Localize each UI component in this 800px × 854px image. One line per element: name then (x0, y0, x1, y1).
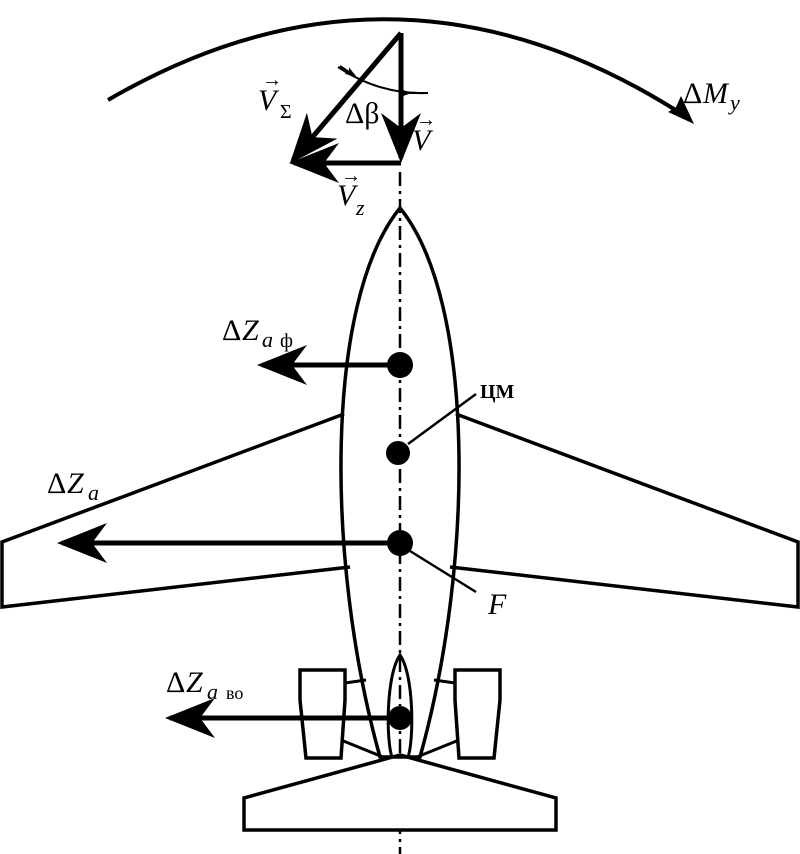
label-delta-za-vo: Δ Z a во (166, 666, 243, 704)
right-pylon-lower (416, 738, 460, 759)
cm-leader-line (407, 392, 477, 446)
label-delta-za: Δ Z a (47, 467, 99, 505)
svg-text:во: во (226, 683, 243, 703)
label-delta-my: Δ M y (683, 77, 740, 115)
svg-text:V: V (412, 124, 434, 157)
svg-text:Z: Z (186, 666, 203, 699)
svg-text:Δ: Δ (166, 666, 185, 699)
label-delta-za-f: Δ Z a ф (222, 314, 293, 352)
svg-text:a: a (207, 679, 218, 704)
svg-text:Z: Z (67, 467, 84, 500)
label-v-sigma: V Σ → (258, 69, 292, 123)
svg-text:Δ: Δ (222, 314, 241, 347)
right-wing (449, 412, 800, 609)
svg-text:a: a (262, 327, 273, 352)
svg-text:Σ: Σ (280, 101, 292, 123)
focus-point (387, 530, 413, 556)
center-of-mass-point (386, 441, 410, 465)
tail-force-point (388, 706, 412, 730)
moment-arc-arrow (106, 17, 690, 120)
svg-text:→: → (262, 69, 282, 91)
svg-text:→: → (416, 109, 436, 131)
svg-text:Δ: Δ (47, 467, 66, 500)
f-leader-line (409, 549, 477, 594)
delta-beta-tick-left (339, 65, 357, 78)
label-cm: ЦМ (480, 381, 515, 403)
svg-text:Z: Z (242, 314, 259, 347)
label-f: F (487, 588, 507, 621)
svg-text:ф: ф (280, 330, 293, 352)
fuselage-force-point (387, 352, 413, 378)
svg-text:z: z (355, 195, 365, 220)
left-engine (298, 668, 347, 760)
left-pylon-lower (340, 738, 384, 759)
svg-text:y: y (728, 90, 740, 115)
svg-text:a: a (88, 480, 99, 505)
svg-text:→: → (341, 165, 361, 187)
right-engine (453, 668, 502, 760)
svg-text:M: M (702, 77, 730, 110)
svg-text:Δ: Δ (683, 77, 702, 110)
svg-text:V: V (337, 179, 359, 212)
label-delta-beta: Δβ (345, 97, 380, 130)
horizontal-tail (242, 753, 558, 832)
moment-arrowhead (668, 96, 694, 124)
velocity-vsigma-arrow (289, 31, 403, 164)
vertical-fin (386, 652, 414, 759)
svg-text:V: V (258, 84, 280, 117)
label-v: V → (412, 109, 436, 157)
label-v-z: V z → (337, 165, 365, 220)
left-wing (0, 412, 351, 609)
